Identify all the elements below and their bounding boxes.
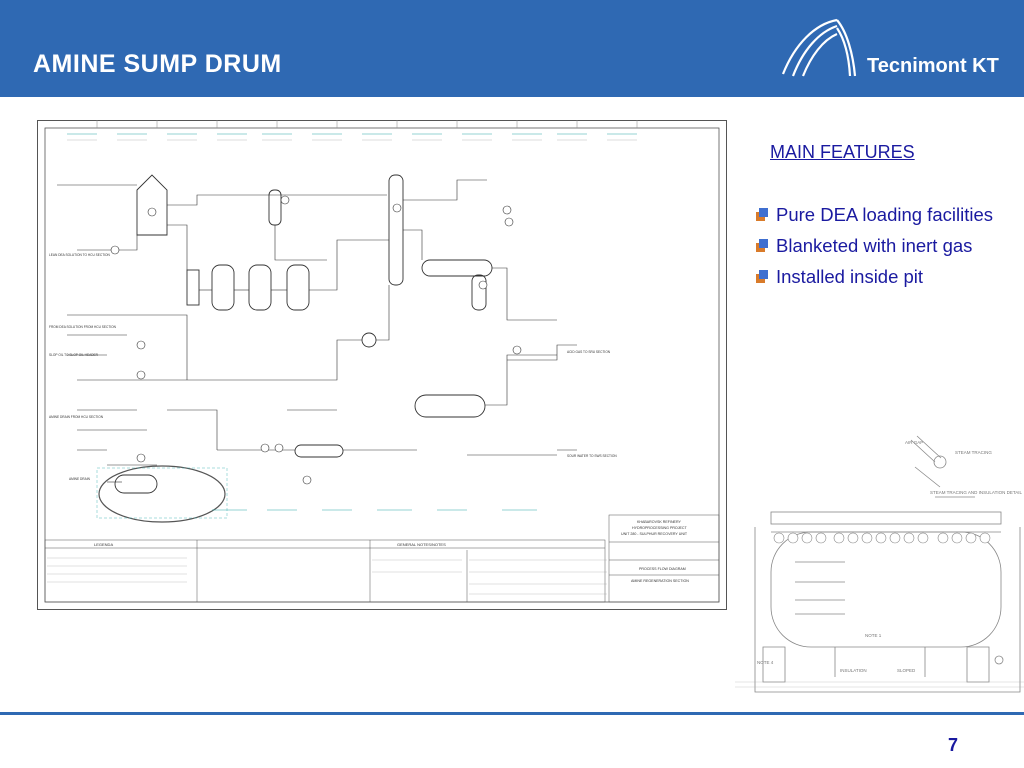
header-bar: AMINE SUMP DRUM Tecnimont KT — [0, 0, 1024, 97]
drawing-title: PROCESS FLOW DIAGRAM — [639, 567, 686, 571]
slide-title: AMINE SUMP DRUM — [33, 50, 282, 78]
page-number: 7 — [948, 735, 959, 755]
stream-label: AMINE DRAIN — [69, 477, 91, 481]
logo-wordmark: Tecnimont KT — [867, 55, 999, 77]
feature-item: Blanketed with inert gas — [756, 233, 996, 259]
tecnimont-logo-icon — [781, 18, 857, 77]
bullet-arrow-icon — [756, 239, 768, 252]
title-block-line: HYDROPROCESSING PROJECT — [632, 526, 688, 530]
stream-label: ACID GAS TO SRU SECTION — [567, 350, 611, 354]
feature-text: Pure DEA loading facilities — [776, 204, 993, 225]
stream-label: SOUR WATER TO SWS SECTION — [567, 454, 617, 458]
detail-label: INSULATION — [840, 668, 867, 673]
stream-label: FROM DEA SOLUTION FROM HCU SECTION — [49, 325, 117, 329]
title-block-line: UNIT 280 - SULPHUR RECOVERY UNIT — [621, 532, 688, 536]
detail-label: NOTE 1 — [865, 633, 882, 638]
feature-item: Installed inside pit — [756, 264, 996, 290]
detail-label: STEAM TRACING — [955, 450, 992, 455]
section-title: AMINE REGENERATION SECTION — [631, 579, 689, 583]
stream-label: SLOP OIL TO SLOP OIL HEADER — [49, 353, 99, 357]
process-flow-diagram: LEGENDA GENERAL NOTES/NOTES KHABAROVSK R… — [37, 120, 727, 610]
footer-divider — [0, 712, 1024, 715]
feature-text: Blanketed with inert gas — [776, 235, 973, 256]
features-list: Pure DEA loading facilities Blanketed wi… — [756, 202, 996, 295]
detail-label: STEAM TRACING AND INSULATION DETAIL — [930, 490, 1023, 495]
feature-item: Pure DEA loading facilities — [756, 202, 996, 228]
title-block-line: KHABAROVSK REFINERY — [637, 520, 681, 524]
legend-heading: LEGENDA — [94, 542, 113, 547]
detail-label: AIR GAP — [905, 440, 923, 445]
sump-drum-detail-drawing: AIR GAP STEAM TRACING STEAM TRACING AND … — [735, 435, 1024, 693]
detail-label: SLOPED — [897, 668, 916, 673]
stream-label: AMINE DRAIN FROM HCU SECTION — [49, 415, 104, 419]
bullet-arrow-icon — [756, 208, 768, 221]
notes-heading: GENERAL NOTES/NOTES — [397, 542, 446, 547]
stream-label: LEAN DEA SOLUTION TO HCU SECTION — [49, 253, 111, 257]
detail-label: NOTE 4 — [757, 660, 774, 665]
main-features-heading: MAIN FEATURES — [770, 142, 915, 162]
feature-text: Installed inside pit — [776, 266, 924, 287]
bullet-arrow-icon — [756, 270, 768, 283]
